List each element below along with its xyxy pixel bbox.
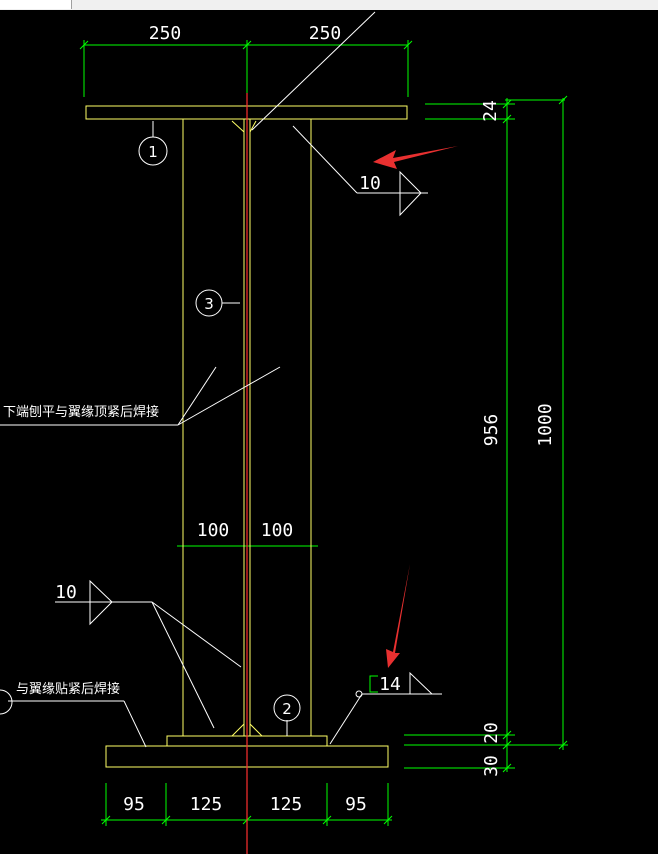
window-title-bar	[0, 0, 658, 10]
dim-bottom-2: 125	[190, 794, 223, 815]
callout-number-3: 3	[204, 295, 214, 313]
weld-size-top: 10	[359, 173, 381, 194]
drawing-tab[interactable]	[0, 0, 72, 9]
callout-number-2: 2	[282, 700, 292, 718]
callout-number-1: 1	[148, 143, 158, 161]
dim-flange-thickness: 24	[480, 100, 501, 122]
note-lower-left: 与翼缘贴紧后焊接	[16, 681, 120, 697]
dim-bottom-1: 95	[123, 794, 145, 815]
callout-circle-3	[195, 289, 223, 317]
annotation-arrows	[373, 146, 458, 668]
red-arrow-upper	[373, 146, 458, 169]
dim-top-right: 250	[309, 23, 342, 44]
weld-size-right: 14	[379, 674, 401, 695]
dimension-lines	[79, 40, 568, 826]
dim-top-left: 250	[149, 23, 182, 44]
dim-plate-thickness: 30	[481, 755, 502, 777]
note-upper-left: 下端刨平与翼缘顶紧后焊接	[3, 404, 159, 420]
dim-mid-left: 100	[197, 520, 230, 541]
red-arrow-lower	[386, 564, 410, 668]
part-callouts	[138, 136, 301, 722]
callout-circle-1	[138, 136, 168, 166]
dim-bottom-3: 125	[270, 794, 303, 815]
dim-bottom-4: 95	[345, 794, 367, 815]
dim-plate-gap: 20	[481, 722, 502, 744]
dim-total-height: 1000	[535, 403, 556, 446]
leader-lines	[0, 11, 442, 748]
dim-web-height: 956	[481, 414, 502, 447]
dim-mid-right: 100	[261, 520, 294, 541]
weld-size-left: 10	[55, 582, 77, 603]
callout-circle-2	[273, 694, 301, 722]
